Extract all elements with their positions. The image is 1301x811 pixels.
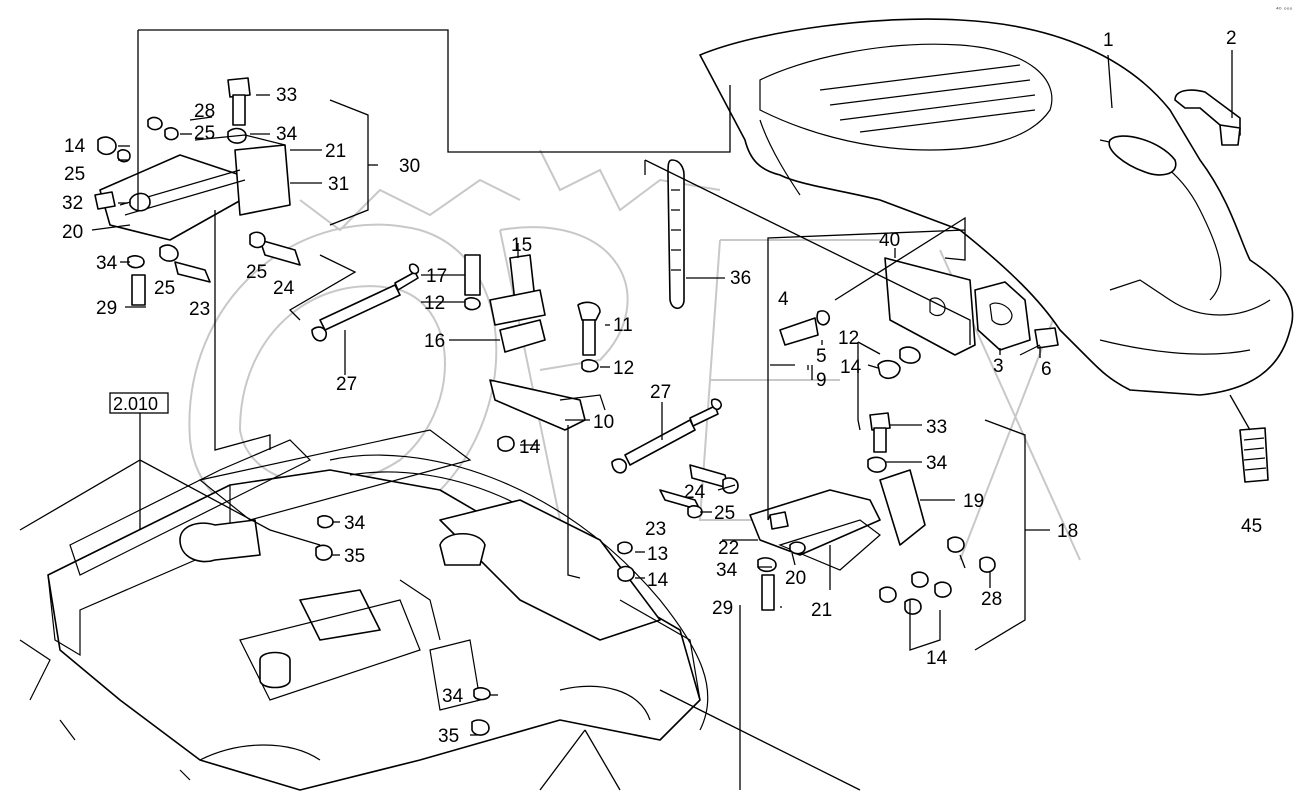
part-label: 24	[684, 482, 706, 503]
part-label: 2	[1226, 28, 1237, 49]
part-label: 14	[647, 570, 669, 591]
reference-box	[109, 392, 169, 414]
part-label: 30	[399, 156, 420, 177]
frame-chassis	[19, 429, 709, 791]
hood-cover	[699, 18, 1294, 396]
part-label: 31	[328, 174, 349, 195]
part-label: 13	[647, 544, 668, 565]
handle-part-2	[1174, 89, 1241, 146]
part-label: 27	[336, 374, 357, 395]
part-label: 25	[714, 503, 735, 524]
corner-mark: ⁴⁰ ᵒᵒᵒ	[1276, 6, 1293, 14]
part-label: 45	[1241, 516, 1262, 537]
part-label: 22	[718, 538, 739, 559]
part-label: 34	[442, 686, 464, 707]
latch-assembly	[779, 257, 1059, 380]
part-label: 24	[273, 278, 295, 299]
part-label: 28	[981, 589, 1002, 610]
grille-insert-part-45	[1239, 427, 1269, 483]
part-label: 11	[613, 315, 633, 336]
part-label: 25	[246, 262, 267, 283]
part-label: 35	[438, 726, 459, 747]
part-label: 40	[879, 230, 900, 251]
part-label: 34	[276, 124, 298, 145]
part-label: 14	[519, 437, 541, 458]
part-label: 34	[344, 513, 366, 534]
part-label: 23	[189, 299, 210, 320]
part-label: 9	[816, 370, 827, 391]
part-label: 16	[424, 331, 445, 352]
part-label: 34	[96, 253, 118, 274]
reference-box-label: 2.010	[113, 394, 158, 414]
strap-part-36	[667, 159, 685, 310]
part-label: 12	[838, 328, 859, 349]
part-label: 1	[1103, 30, 1114, 51]
part-label: 21	[811, 600, 832, 621]
part-label: 35	[344, 546, 365, 567]
part-label: 34	[716, 560, 738, 581]
part-label: 27	[650, 382, 671, 403]
part-label: 28	[194, 101, 215, 122]
part-label: 12	[424, 293, 445, 314]
part-label: 23	[645, 519, 666, 540]
part-label: 25	[194, 123, 215, 144]
gas-strut-left	[311, 263, 420, 342]
part-label: 17	[426, 266, 447, 287]
part-label: 36	[730, 268, 751, 289]
part-label: 14	[840, 357, 862, 378]
part-label: 15	[511, 235, 532, 256]
part-label: 14	[926, 648, 948, 669]
part-label: 32	[62, 193, 83, 214]
part-label: 18	[1057, 521, 1078, 542]
part-label: 33	[276, 85, 297, 106]
part-label: 14	[64, 136, 86, 157]
center-bracket-assembly	[464, 254, 635, 582]
fasteners-bottom	[315, 515, 491, 736]
part-label: 29	[712, 598, 733, 619]
part-labels: 1 2 3 4 5 6 9 10 11 12 12 12 13 14 14 14…	[62, 28, 1262, 747]
part-label: 20	[785, 568, 806, 589]
part-label: 33	[926, 417, 947, 438]
part-label: 25	[154, 278, 175, 299]
part-label: 20	[62, 222, 83, 243]
part-label: 4	[778, 289, 789, 310]
part-label: 10	[593, 412, 614, 433]
leader-lines	[19, 29, 1251, 791]
part-label: 12	[613, 358, 634, 379]
part-label: 6	[1041, 359, 1052, 380]
part-label: 34	[926, 453, 948, 474]
part-label: 21	[325, 141, 346, 162]
part-label: 29	[96, 298, 117, 319]
right-hinge-assembly	[659, 412, 996, 615]
gas-strut-right	[611, 398, 722, 474]
part-label: 19	[963, 491, 984, 512]
part-label: 3	[993, 356, 1004, 377]
part-label: 25	[64, 164, 85, 185]
part-label: 5	[816, 346, 827, 367]
